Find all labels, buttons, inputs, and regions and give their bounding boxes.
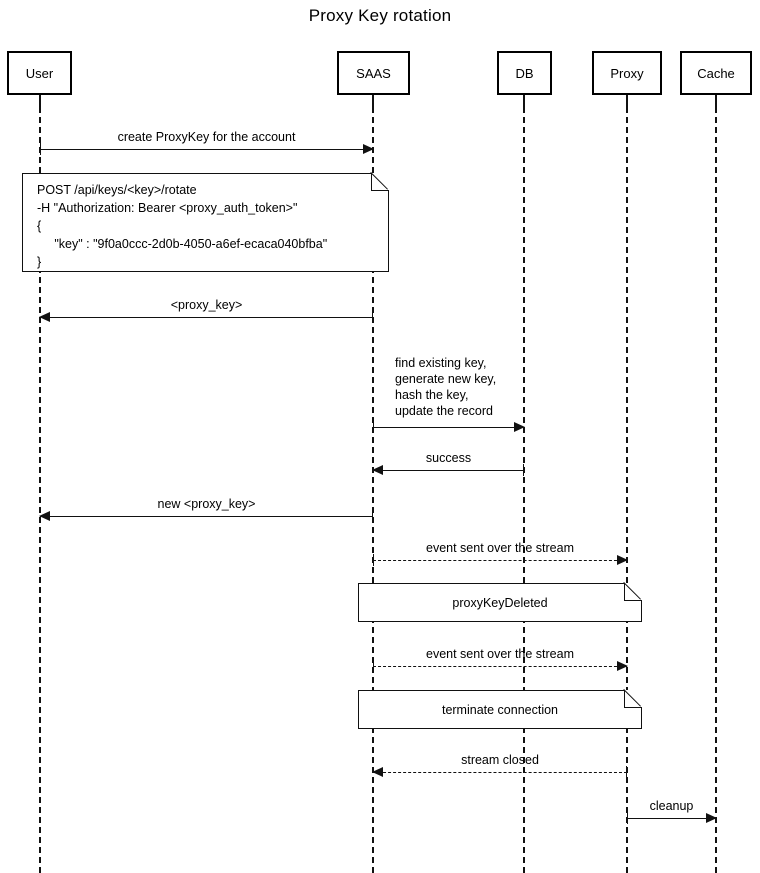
message-label: event sent over the stream [426, 541, 574, 555]
message-tail-tick [372, 311, 373, 323]
arrowhead-icon [372, 465, 383, 475]
note-fold-corner-icon [371, 173, 389, 191]
message-tail-tick [373, 554, 374, 566]
lifeline-stub-proxy [626, 95, 628, 107]
message-line [373, 666, 627, 667]
lifeline-stub-cache [715, 95, 717, 107]
message-tail-tick [523, 464, 524, 476]
arrowhead-icon [706, 813, 717, 823]
message-label: <proxy_key> [170, 298, 243, 312]
message-line [373, 772, 627, 773]
participant-label: Proxy [610, 65, 644, 81]
note-proxy-key-deleted-note: proxyKeyDeleted [358, 583, 642, 622]
arrowhead-icon [617, 555, 628, 565]
arrowhead-icon [617, 661, 628, 671]
message-label: create ProxyKey for the account [117, 130, 296, 144]
message-line [373, 470, 524, 471]
note-text: proxyKeyDeleted [452, 595, 548, 610]
message-line [373, 427, 524, 428]
message-tail-tick [40, 143, 41, 155]
lifeline-user [39, 107, 41, 873]
note-request-note: POST /api/keys/<key>/rotate -H "Authoriz… [22, 173, 389, 272]
lifeline-cache [715, 107, 717, 873]
note-fold-corner-icon [624, 690, 642, 708]
lifeline-stub-saas [372, 95, 374, 107]
message-tail-tick [373, 421, 374, 433]
message-label: find existing key, generate new key, has… [395, 356, 497, 418]
participant-box-saas[interactable]: SAAS [337, 51, 410, 95]
message-line [627, 818, 716, 819]
arrowhead-icon [39, 511, 50, 521]
message-line [40, 317, 373, 318]
message-line [373, 560, 627, 561]
note-fold-corner-icon [624, 583, 642, 601]
arrowhead-icon [372, 767, 383, 777]
arrowhead-icon [514, 422, 525, 432]
message-tail-tick [373, 660, 374, 672]
participant-box-cache[interactable]: Cache [680, 51, 752, 95]
participant-box-user[interactable]: User [7, 51, 72, 95]
note-text: POST /api/keys/<key>/rotate -H "Authoriz… [37, 183, 328, 269]
lifeline-stub-db [523, 95, 525, 107]
message-line [40, 149, 373, 150]
message-tail-tick [372, 510, 373, 522]
arrowhead-icon [363, 144, 374, 154]
message-label: event sent over the stream [426, 647, 574, 661]
message-tail-tick [626, 766, 627, 778]
participant-label: SAAS [356, 65, 391, 81]
participant-label: Cache [697, 65, 735, 81]
participant-label: User [25, 65, 54, 81]
message-label: stream closed [461, 753, 539, 767]
message-tail-tick [627, 812, 628, 824]
note-text: terminate connection [441, 702, 559, 717]
participant-box-db[interactable]: DB [497, 51, 552, 95]
note-terminate-connection-note: terminate connection [358, 690, 642, 729]
message-line [40, 516, 373, 517]
message-label: new <proxy_key> [157, 497, 256, 511]
lifeline-db [523, 107, 525, 873]
arrowhead-icon [39, 312, 50, 322]
lifeline-saas [372, 107, 374, 873]
lifeline-proxy [626, 107, 628, 873]
message-label: success [425, 451, 472, 465]
page-title: Proxy Key rotation [308, 6, 452, 25]
participant-label: DB [515, 65, 534, 81]
message-label: cleanup [649, 799, 694, 813]
lifeline-stub-user [39, 95, 41, 107]
participant-box-proxy[interactable]: Proxy [592, 51, 662, 95]
